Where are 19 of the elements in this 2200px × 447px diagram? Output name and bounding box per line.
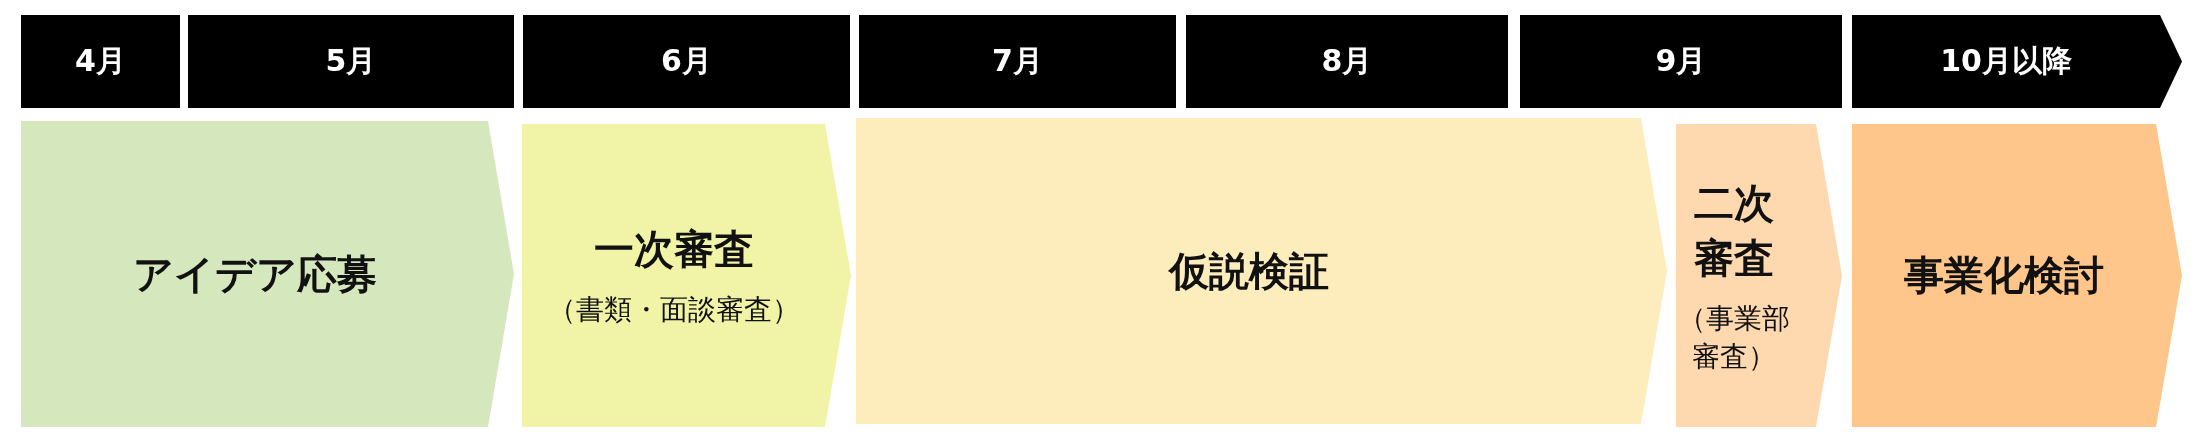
phase-title: 仮説検証	[1168, 246, 1329, 296]
phase-band	[21, 121, 514, 427]
phase-title: 二次審査	[1693, 178, 1775, 283]
phase-title: アイデア応募	[132, 249, 377, 299]
month-header: 5月	[188, 15, 514, 108]
phase-note: （書類・面談審査）	[547, 292, 800, 328]
phase-note: （事業部審査）	[1677, 300, 1791, 375]
phase-band	[1852, 124, 2182, 427]
month-header: 7月	[859, 15, 1176, 108]
phase-band	[856, 118, 1667, 424]
phase-band	[522, 124, 851, 427]
month-header: 4月	[21, 15, 180, 108]
phase-title: 事業化検討	[1904, 251, 2104, 300]
phase-band	[1676, 124, 1842, 427]
month-header: 9月	[1520, 15, 1842, 108]
month-header: 6月	[523, 15, 850, 108]
month-header: 8月	[1186, 15, 1508, 108]
phase-title: 一次審査	[593, 225, 754, 274]
month-header-pentagon: 10月以降	[1852, 15, 2182, 108]
